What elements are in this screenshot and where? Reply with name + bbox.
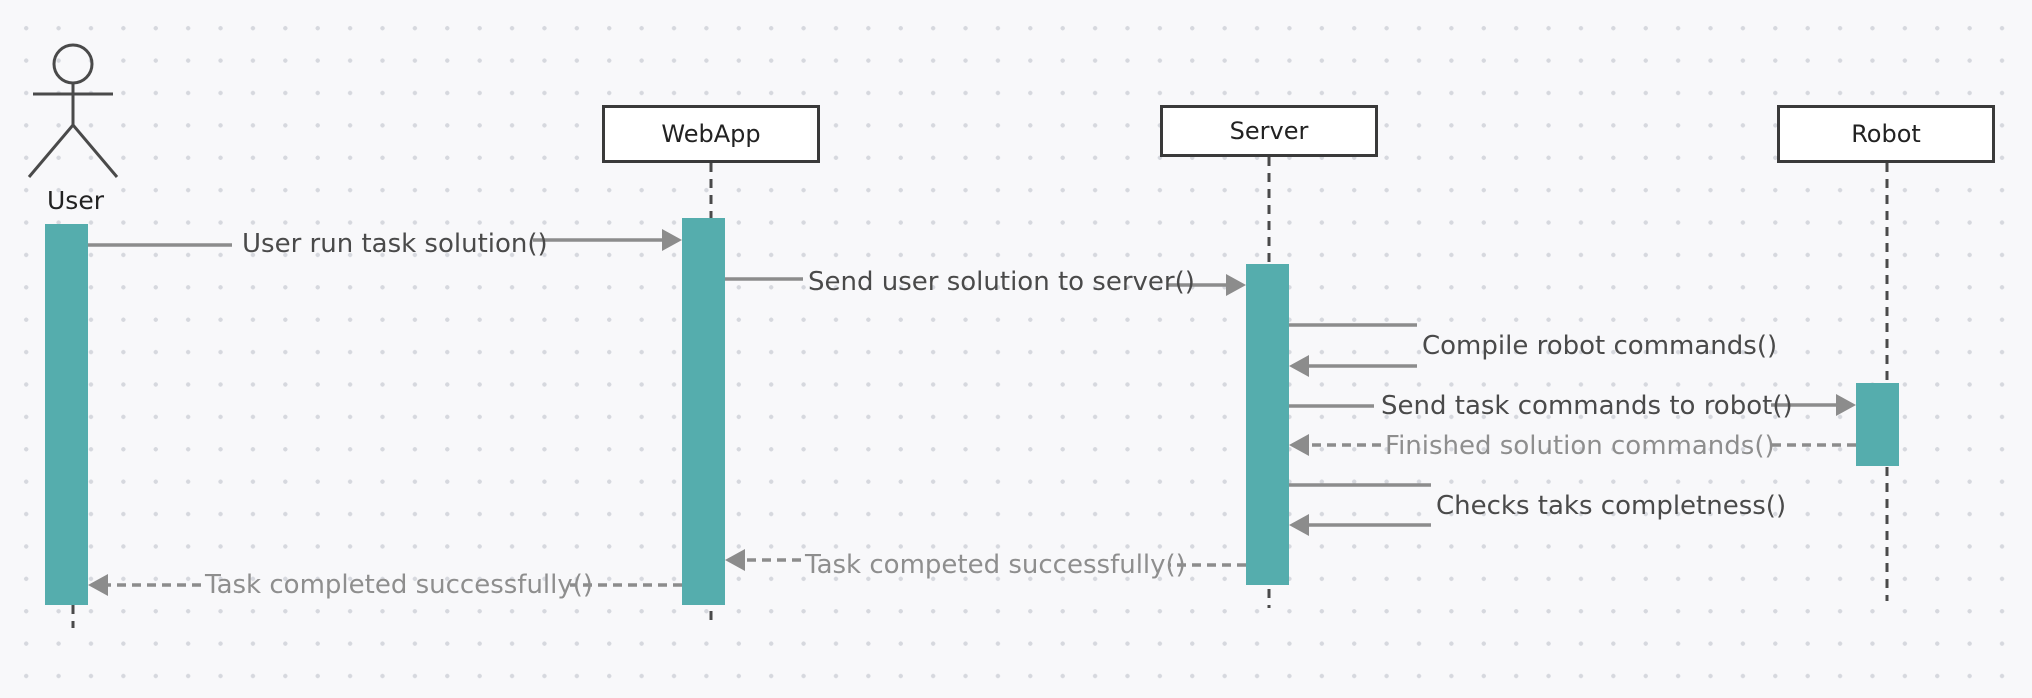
- arrowhead-task-competed: [725, 549, 745, 571]
- message-label-finished: Finished solution commands(): [1385, 431, 1775, 461]
- message-label-task-completed: Task completed successfully(): [205, 570, 594, 600]
- arrowhead-task-completed: [88, 574, 108, 596]
- message-arrow-send-solution: [725, 277, 1232, 287]
- arrowhead-finished: [1289, 434, 1309, 456]
- message-label-run-task: User run task solution(): [242, 229, 548, 259]
- message-label-send-commands: Send task commands to robot(): [1381, 391, 1793, 421]
- user-actor-label: User: [47, 186, 104, 215]
- arrowhead-compile: [1289, 355, 1309, 377]
- message-arrow-task-competed: [739, 558, 1246, 567]
- server-participant-box[interactable]: Server: [1160, 105, 1378, 157]
- webapp-participant-box[interactable]: WebApp: [602, 105, 820, 163]
- message-arrow-compile: [1289, 323, 1417, 368]
- webapp-participant-label: WebApp: [661, 120, 761, 148]
- message-label-task-competed: Task competed successfully(): [805, 550, 1186, 580]
- robot-participant-box[interactable]: Robot: [1777, 105, 1995, 163]
- arrowhead-checks: [1289, 514, 1309, 536]
- message-label-compile: Compile robot commands(): [1422, 331, 1778, 361]
- message-label-checks: Checks taks completness(): [1436, 491, 1787, 521]
- user-activation-bar: [45, 224, 88, 605]
- message-arrow-run-task: [88, 238, 668, 247]
- server-participant-label: Server: [1229, 117, 1309, 145]
- arrowhead-send-commands: [1836, 394, 1856, 416]
- robot-participant-label: Robot: [1851, 120, 1921, 148]
- message-arrow-send-commands: [1289, 403, 1842, 408]
- arrowhead-send-solution: [1226, 274, 1246, 296]
- robot-activation-bar: [1856, 383, 1899, 466]
- server-activation-bar: [1246, 264, 1289, 585]
- message-label-send-solution: Send user solution to server(): [808, 267, 1195, 297]
- webapp-activation-bar: [682, 218, 725, 605]
- user-actor-icon: [27, 43, 119, 178]
- arrowhead-run-task: [662, 229, 682, 251]
- message-arrow-checks: [1289, 483, 1431, 527]
